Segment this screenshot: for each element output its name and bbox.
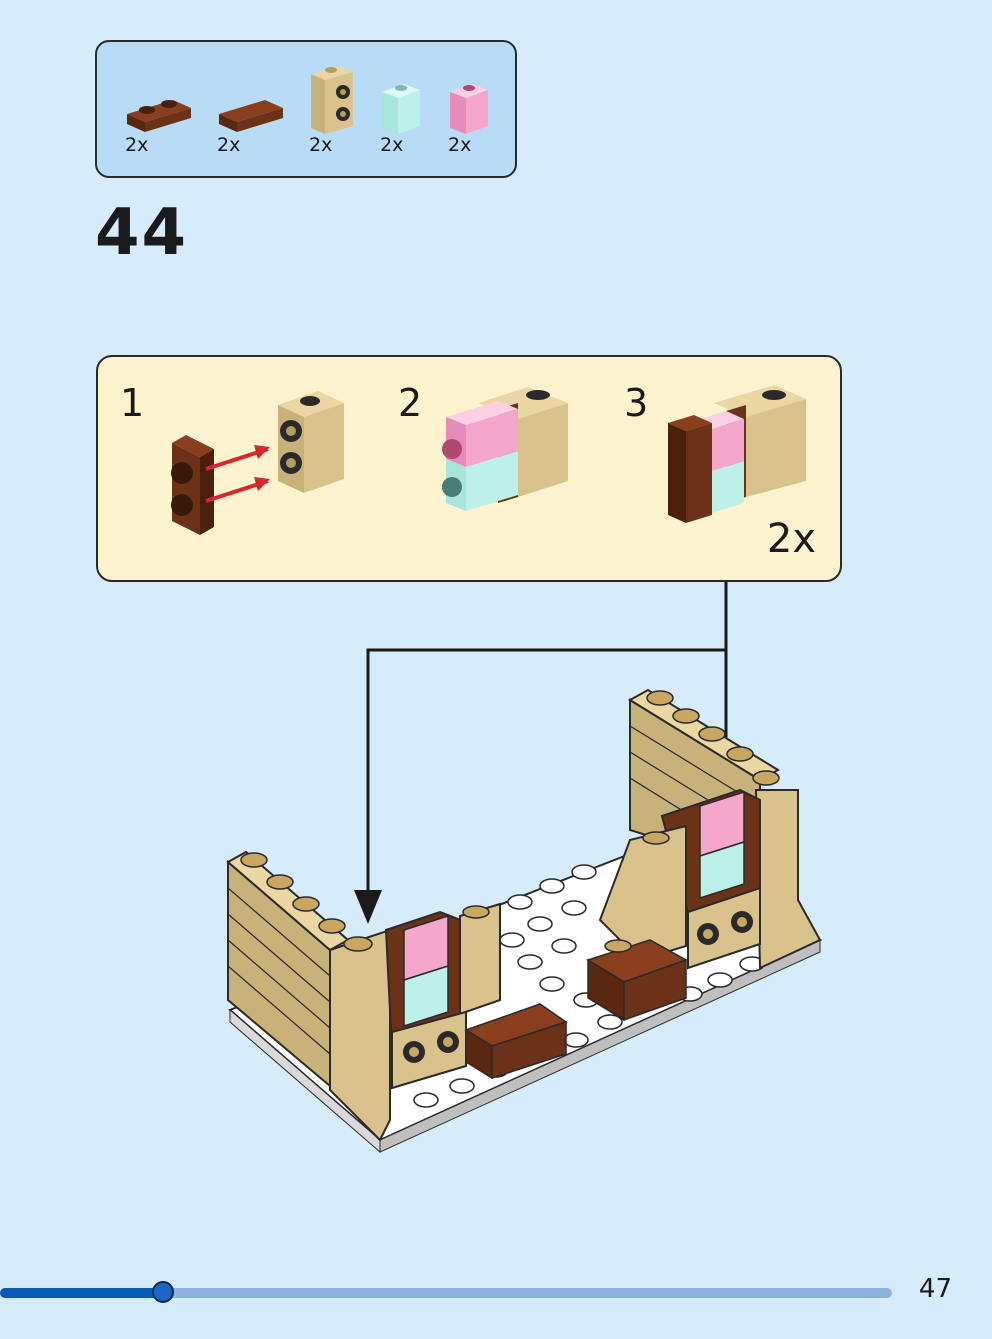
part-qty: 2x [380,134,404,156]
substep-number: 2 [398,381,423,425]
trans-blue-brick-icon [382,84,420,134]
callout-line [366,582,728,900]
trans-pink-brick-icon [450,84,488,134]
parts-list-panel: 2x 2x 2x 2x [95,40,517,178]
substep-number: 1 [120,381,145,425]
substep-quantity: 2x [766,516,816,562]
substep-number: 3 [624,381,649,425]
brown-plate-icon [127,100,191,132]
brown-tile-part: 2x [217,52,287,172]
part-qty: 2x [448,134,472,156]
trans-blue-brick-part: 2x [380,52,426,172]
part-qty: 2x [309,134,333,156]
page-number: 47 [918,1274,952,1304]
substep-3-illustration [668,385,806,523]
progress-fill [0,1288,163,1298]
tan-brick-part: 2x [309,52,359,172]
part-qty: 2x [217,134,241,156]
tan-brick-studs-icon [311,66,353,134]
substep-1-illustration [171,391,344,535]
brown-plate-part: 2x [125,52,195,172]
progress-track [0,1288,892,1298]
trans-pink-brick-part: 2x [448,52,494,172]
substep-2-illustration [442,387,568,511]
main-build-illustration [226,582,823,1154]
subassembly-panel: 1 2 3 [96,355,842,582]
arrow-down-icon [354,890,382,924]
progress-knob[interactable] [152,1281,174,1303]
step-number: 44 [95,196,189,270]
brown-tile-icon [219,100,283,132]
part-qty: 2x [125,134,149,156]
